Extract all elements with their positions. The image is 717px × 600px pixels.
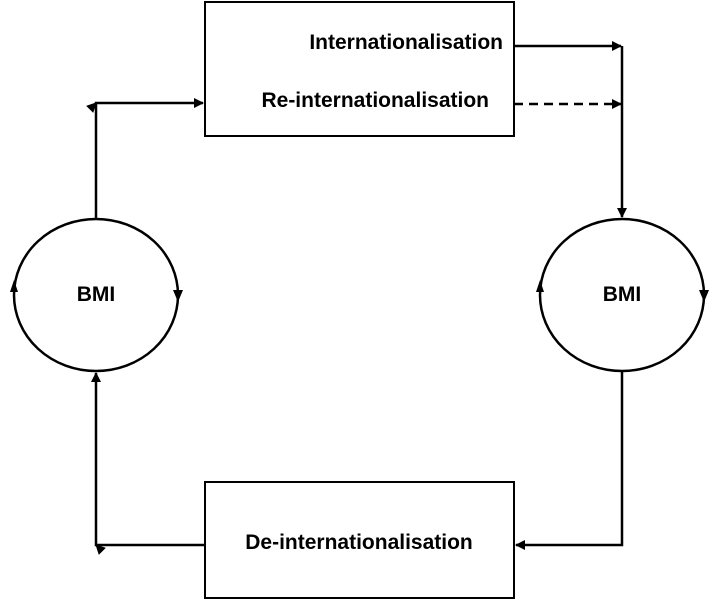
arrow-up-icon	[10, 280, 18, 292]
left-circle-to-top-box-arrow	[86, 98, 204, 218]
internationalisation-label: Internationalisation	[309, 31, 503, 54]
right-bmi-label: BMI	[603, 283, 642, 306]
arrow-down-icon	[173, 290, 183, 302]
bottom-process-box	[204, 481, 515, 599]
top-process-box	[204, 1, 515, 137]
de-internationalisation-label: De-internationalisation	[245, 531, 473, 554]
bottom-box-to-left-circle-arrow	[91, 372, 205, 555]
left-bmi-label: BMI	[77, 283, 116, 306]
re-internationalisation-label: Re-internationalisation	[261, 89, 489, 112]
arrow-up-icon	[536, 280, 544, 292]
arrow-down-icon	[699, 290, 709, 302]
right-circle-to-bottom-box-arrow	[515, 371, 624, 550]
